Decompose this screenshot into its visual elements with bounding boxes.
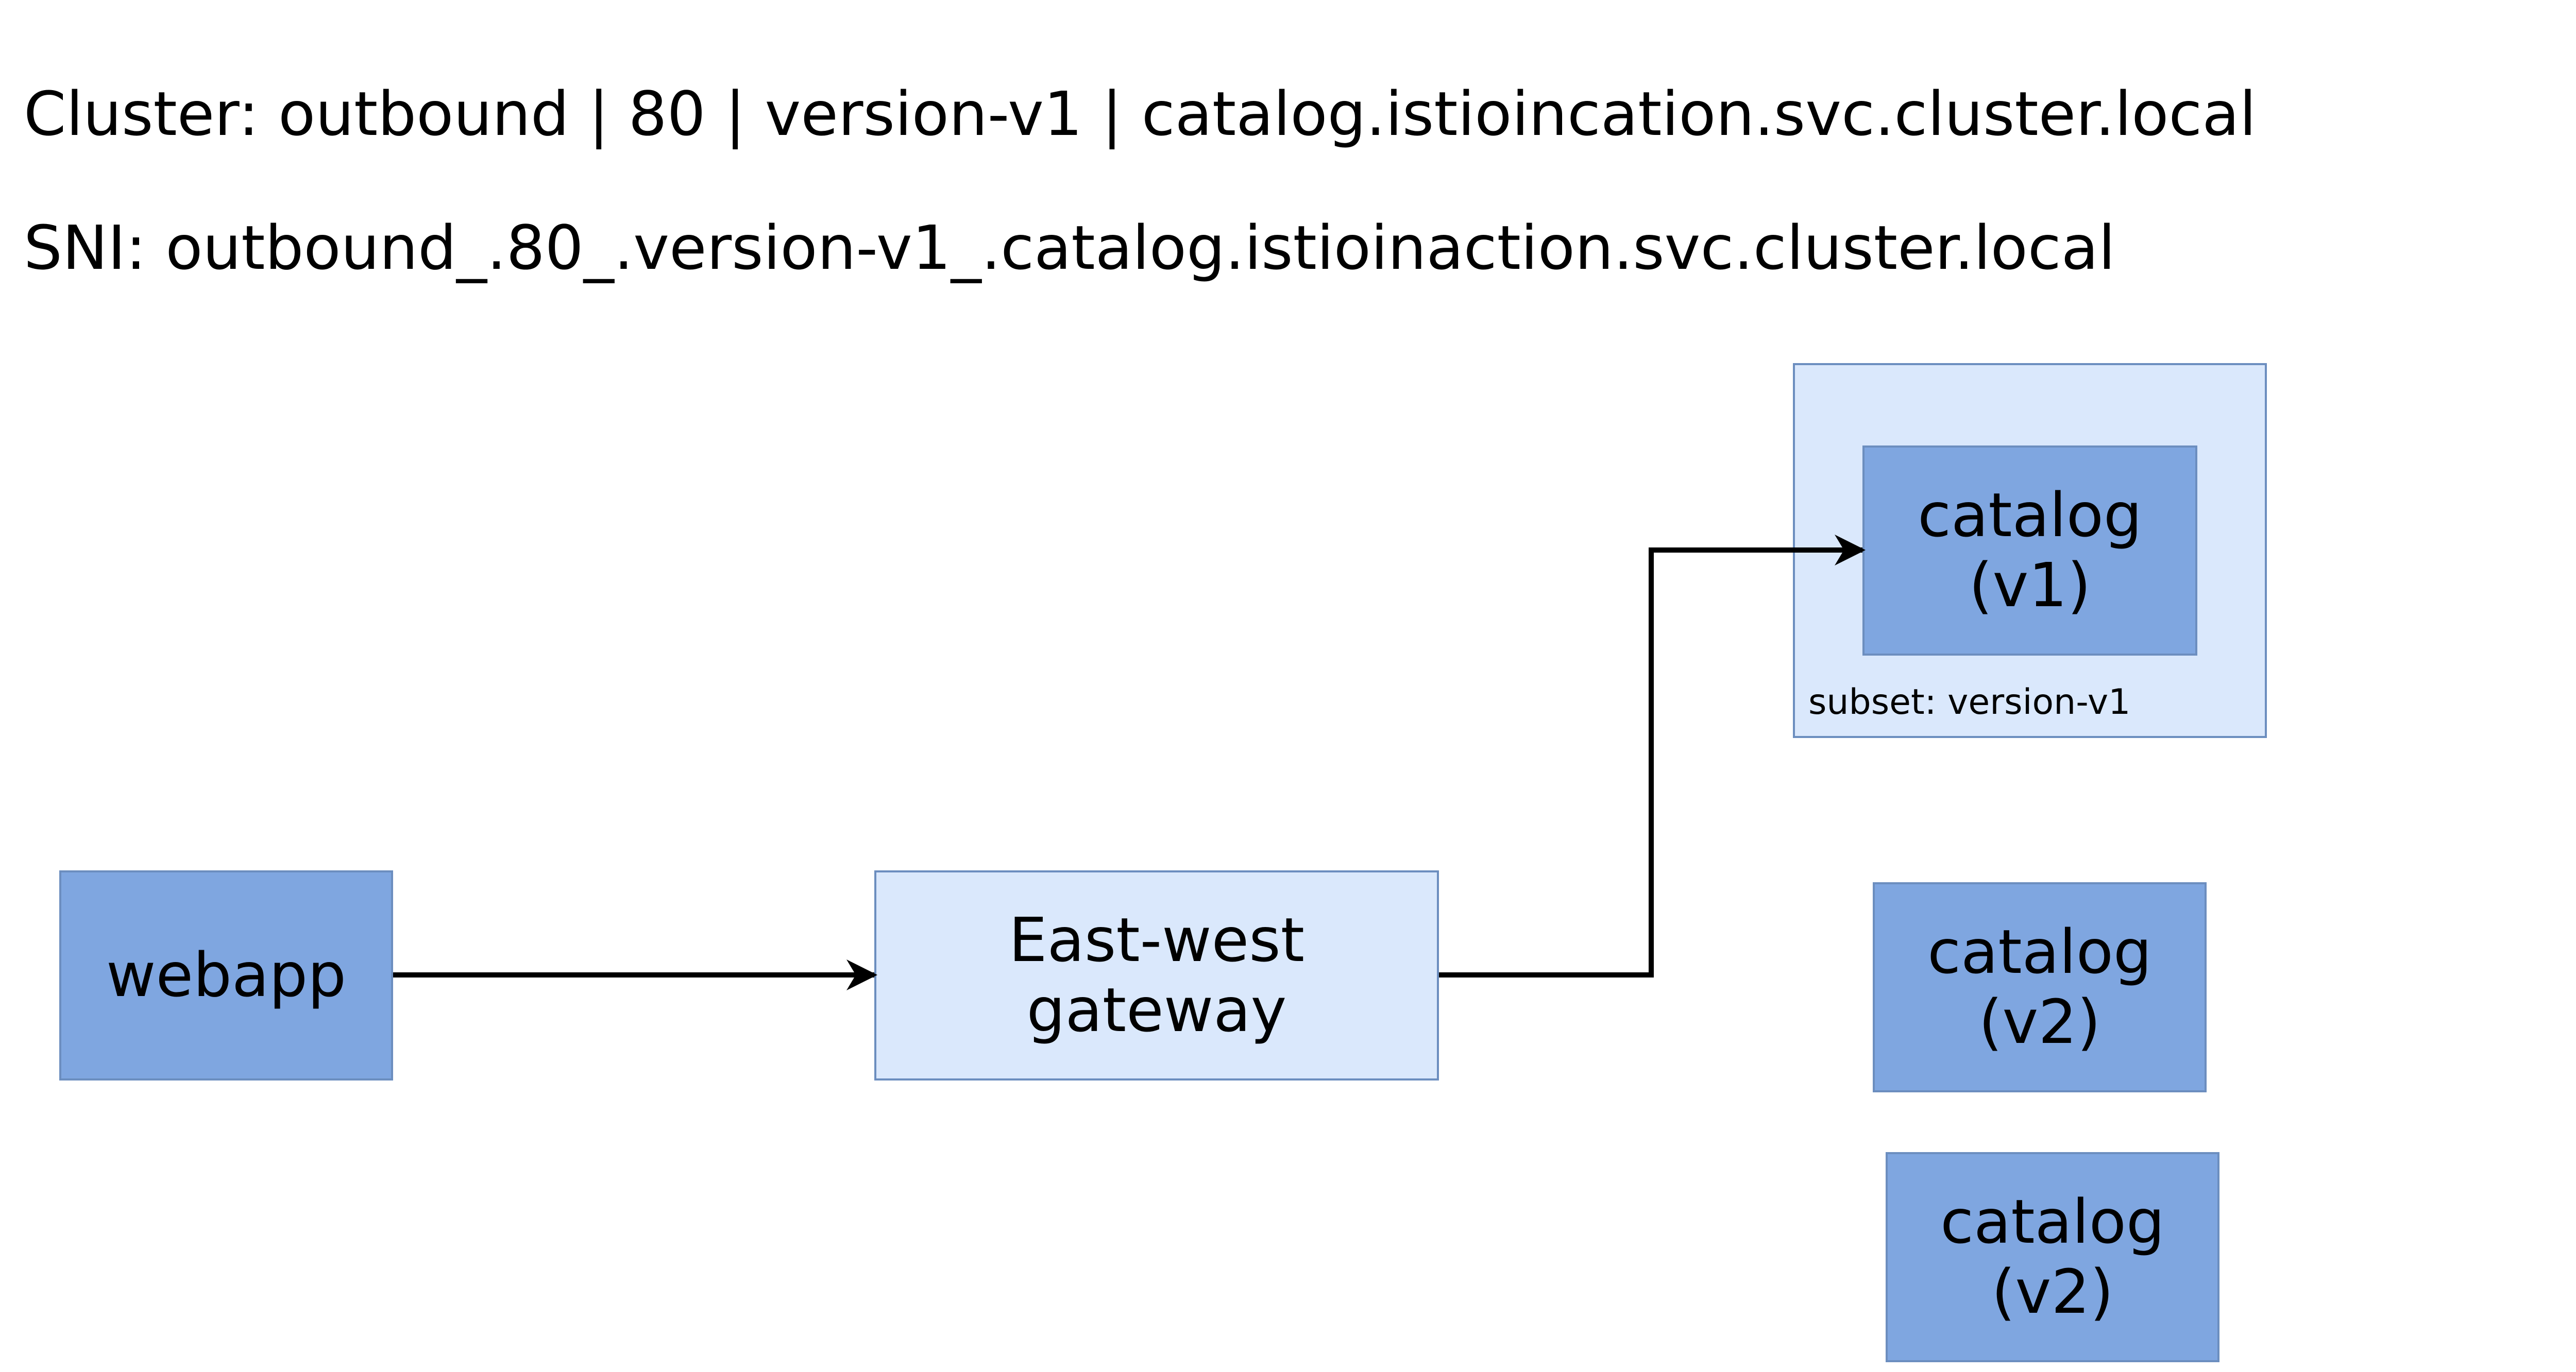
catalog-v1-label: catalog (v1) bbox=[1918, 479, 2142, 621]
east-west-gateway-node: East-west gateway bbox=[874, 870, 1439, 1081]
catalog-v2-node: catalog (v2) bbox=[1873, 882, 2207, 1092]
catalog-v2-label: catalog (v2) bbox=[1940, 1186, 2165, 1327]
east-west-gateway-label: East-west gateway bbox=[1008, 904, 1305, 1045]
subset-label: subset: version-v1 bbox=[1808, 682, 2131, 723]
webapp-label: webapp bbox=[106, 939, 347, 1011]
webapp-node: webapp bbox=[59, 870, 393, 1081]
gateway-to-catalog-v1-arrow bbox=[1439, 535, 1866, 977]
catalog-v2-label: catalog (v2) bbox=[1927, 916, 2152, 1057]
cluster-name-text: Cluster: outbound | 80 | version-v1 | ca… bbox=[24, 78, 2257, 149]
sni-text: SNI: outbound_.80_.version-v1_.catalog.i… bbox=[24, 212, 2115, 283]
catalog-v2-node: catalog (v2) bbox=[1886, 1152, 2219, 1362]
